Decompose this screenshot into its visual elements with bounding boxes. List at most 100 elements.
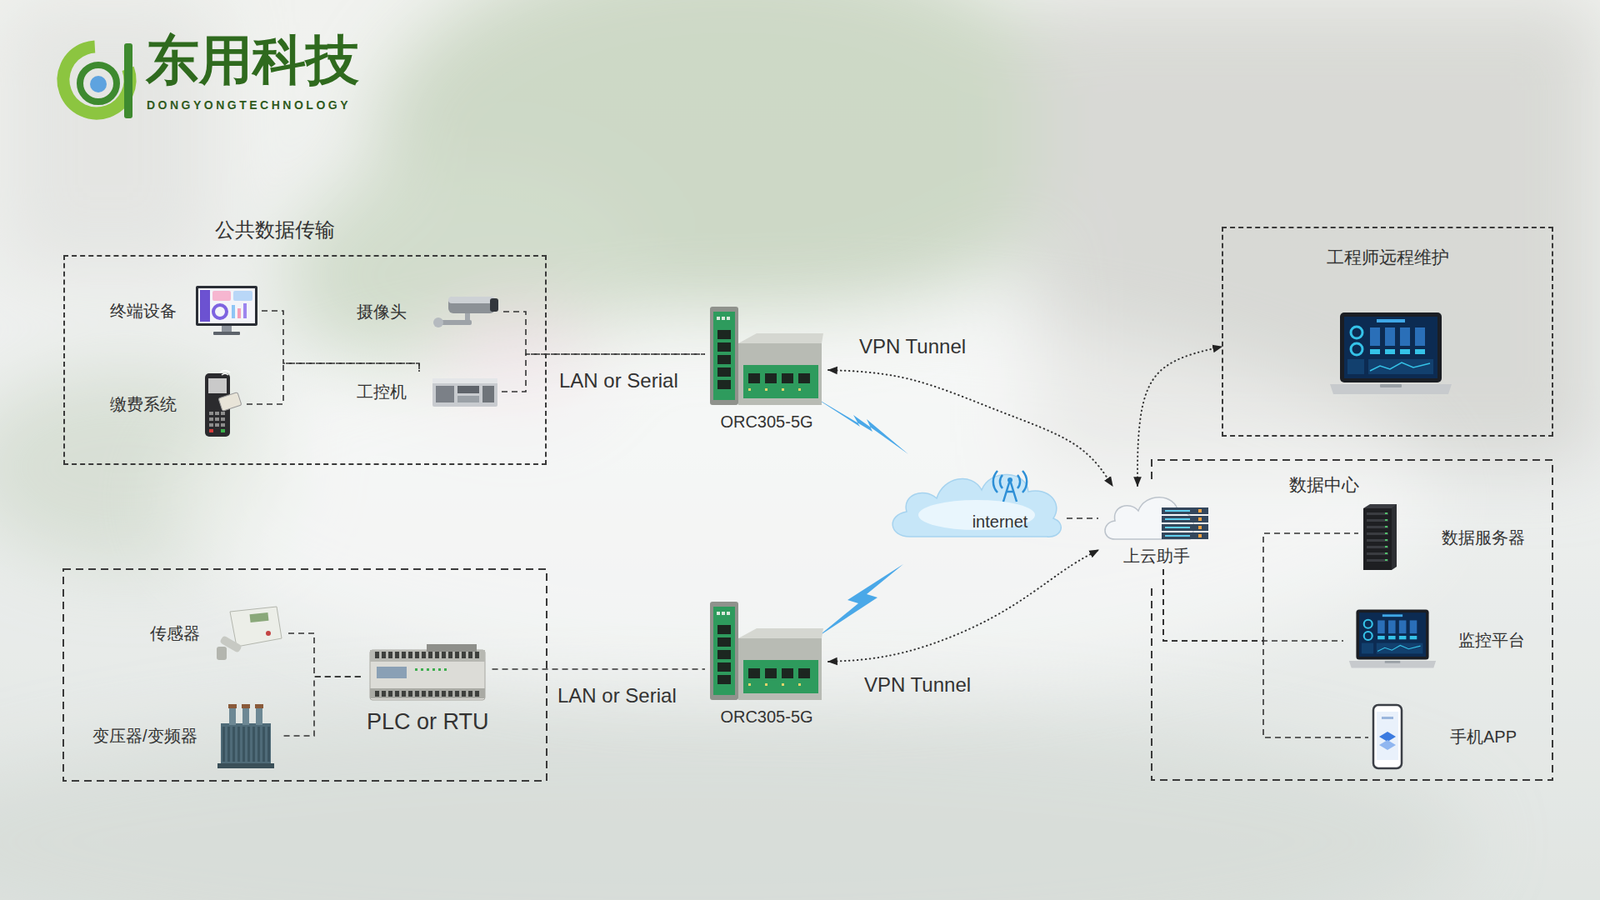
plc-icon [421,690,426,697]
device-item: 工控机 [353,371,502,412]
transformer-icon [228,704,237,709]
sensor-icon [250,612,270,623]
monitor-icon [195,285,258,326]
pos-icon [215,423,220,427]
wireless-bolt [816,564,904,638]
server-icon [1385,539,1388,541]
phone-icon [1373,705,1402,769]
pos-icon [201,370,244,439]
pos-icon [220,411,225,415]
router-icon [781,683,785,686]
router-icon [738,628,824,639]
server-icon [1366,532,1389,535]
plc-icon [448,690,453,697]
plc-icon [444,668,447,671]
node-label: 传感器 [150,623,200,644]
laptopSmall-icon [1359,612,1426,657]
plc-icon [461,690,466,697]
logo-mark [80,65,117,102]
router-icon [717,637,731,647]
plc-icon [468,651,473,659]
laptopBig-icon [1350,326,1363,339]
plc-icon [368,641,487,705]
laptopSmall-icon [1346,608,1439,672]
laptopSmall-icon [1364,620,1373,629]
transformer-icon [255,706,263,725]
laptopSmall-icon [1382,614,1403,617]
laptopBig-icon [1385,349,1395,355]
device-item: 摄像头 [353,288,504,335]
router-icon [717,650,731,660]
device-item: 监控平台 [1343,605,1529,675]
edge-label: LAN or Serial [557,684,677,709]
device-item: 传感器 [146,601,289,665]
server-icon [1361,503,1399,572]
plc-icon [438,668,441,671]
brand-subtitle: DONGYONGTECHNOLOGY [146,98,351,113]
plc-icon [375,651,380,659]
router-icon [748,373,760,384]
laptopBig-icon [1415,327,1425,346]
camera-icon [431,291,500,332]
monitor-icon [195,285,259,337]
plc-icon [426,668,430,671]
cloud2-icon [1161,524,1209,531]
cloud2-icon [1198,517,1202,521]
server-icon [1366,519,1389,522]
logo-mark [90,75,107,93]
laptopSmall-icon [1377,620,1385,634]
label-anchor: DONGYONGTECHNOLOGY [146,98,351,113]
phone-icon [1371,703,1404,770]
server-icon [1366,525,1389,529]
logo-mark [124,43,133,119]
server-icon [1385,559,1388,561]
pos-icon [209,423,214,427]
device-item: 缴费系统 [106,366,247,442]
router-icon [765,668,777,679]
node-label: 缴费系统 [110,394,177,415]
transformer-icon [227,726,230,762]
sensor-icon [213,605,285,662]
router-icon [781,373,794,384]
plc-icon [408,690,413,697]
plc-icon [401,690,406,697]
node-label: PLC or RTU [366,708,490,735]
plc-icon [368,641,487,705]
router-icon [726,316,730,320]
inet-icon [993,470,998,493]
server-icon [1363,504,1397,509]
laptopSmall-icon [1388,620,1396,634]
dashed-link [246,363,420,405]
sensor-icon [213,605,285,662]
dashed-link [1163,569,1369,738]
dashed-link [288,633,364,677]
ipc-icon [435,385,455,403]
plc-icon [370,688,485,699]
laptopBig-icon [1330,384,1452,395]
cloud2-icon [1161,515,1209,523]
laptopSmall-icon [1388,635,1396,640]
transformer-icon [210,701,281,770]
server-icon [1385,552,1388,555]
sensor-icon [265,630,271,636]
ipc-icon [457,395,480,403]
transformer-icon [252,726,255,762]
transformer-icon [267,726,270,762]
laptopSmall-icon [1364,631,1373,640]
router-icon [717,367,731,377]
dashed-link [503,311,705,355]
pos-icon [220,370,230,375]
server-icon [1366,539,1389,542]
group-heading: 工程师远程维护 [1223,246,1552,268]
cloud-helper: 上云助手 [1098,485,1215,570]
monitor-icon [200,290,210,322]
node-label: 摄像头 [356,301,407,322]
laptopSmall-icon [1376,643,1424,655]
monitor-icon [212,290,231,301]
cloud2-icon [1198,509,1202,513]
transformer-icon [220,723,271,765]
inet-icon [1007,477,1013,483]
